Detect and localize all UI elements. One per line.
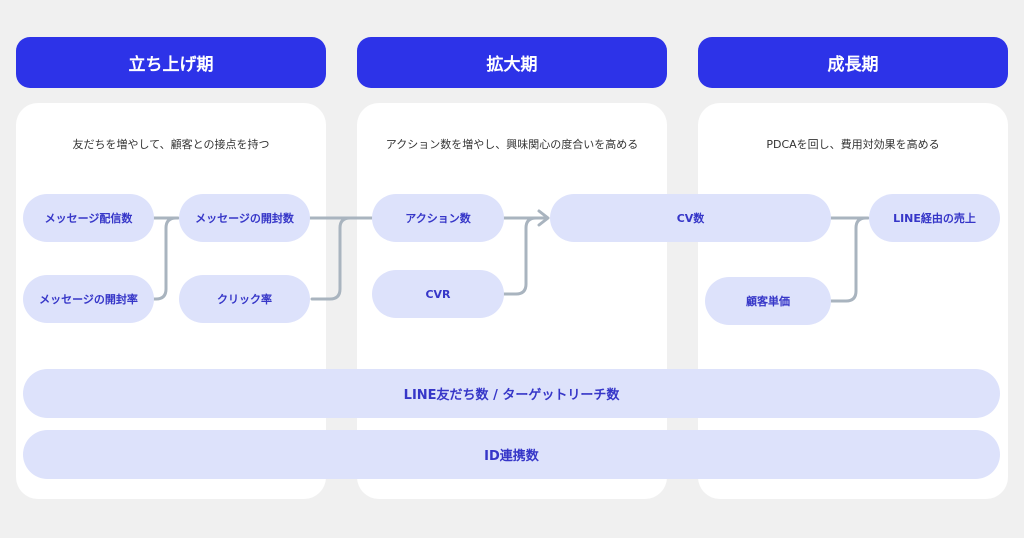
- bar-id-link-count: ID連携数: [23, 430, 1000, 479]
- connector-unit-price-to-sales: [829, 216, 868, 303]
- connector-click-rate-to-action: [310, 216, 374, 301]
- phase-subtitle-launch: 友だちを増やして、顧客との接点を持つ: [72, 138, 270, 151]
- node-line-sales: LINE経由の売上: [869, 194, 1000, 242]
- node-message-delivery: メッセージ配信数: [23, 194, 154, 242]
- node-message-open-rate: メッセージの開封率: [23, 275, 154, 323]
- phase-header-expansion: 拡大期: [357, 37, 667, 88]
- phase-header-growth: 成長期: [698, 37, 1008, 88]
- node-action-count: アクション数: [372, 194, 504, 242]
- connector-cvr-to-cv: [502, 216, 538, 296]
- node-unit-price: 顧客単価: [705, 277, 831, 325]
- phase-header-launch: 立ち上げ期: [16, 37, 326, 88]
- connector-open-rate-to-open-count: [152, 216, 178, 301]
- node-cvr: CVR: [372, 270, 504, 318]
- phase-subtitle-expansion: アクション数を増やし、興味関心の度合いを高める: [385, 138, 639, 151]
- bar-line-friends-target-reach: LINE友だち数 / ターゲットリーチ数: [23, 369, 1000, 418]
- node-cv-count: CV数: [550, 194, 831, 242]
- phase-subtitle-growth: PDCAを回し、費用対効果を高める: [766, 138, 940, 151]
- node-message-open-count: メッセージの開封数: [179, 194, 310, 242]
- arrowhead-to-cv: [537, 209, 550, 227]
- node-click-rate: クリック率: [179, 275, 310, 323]
